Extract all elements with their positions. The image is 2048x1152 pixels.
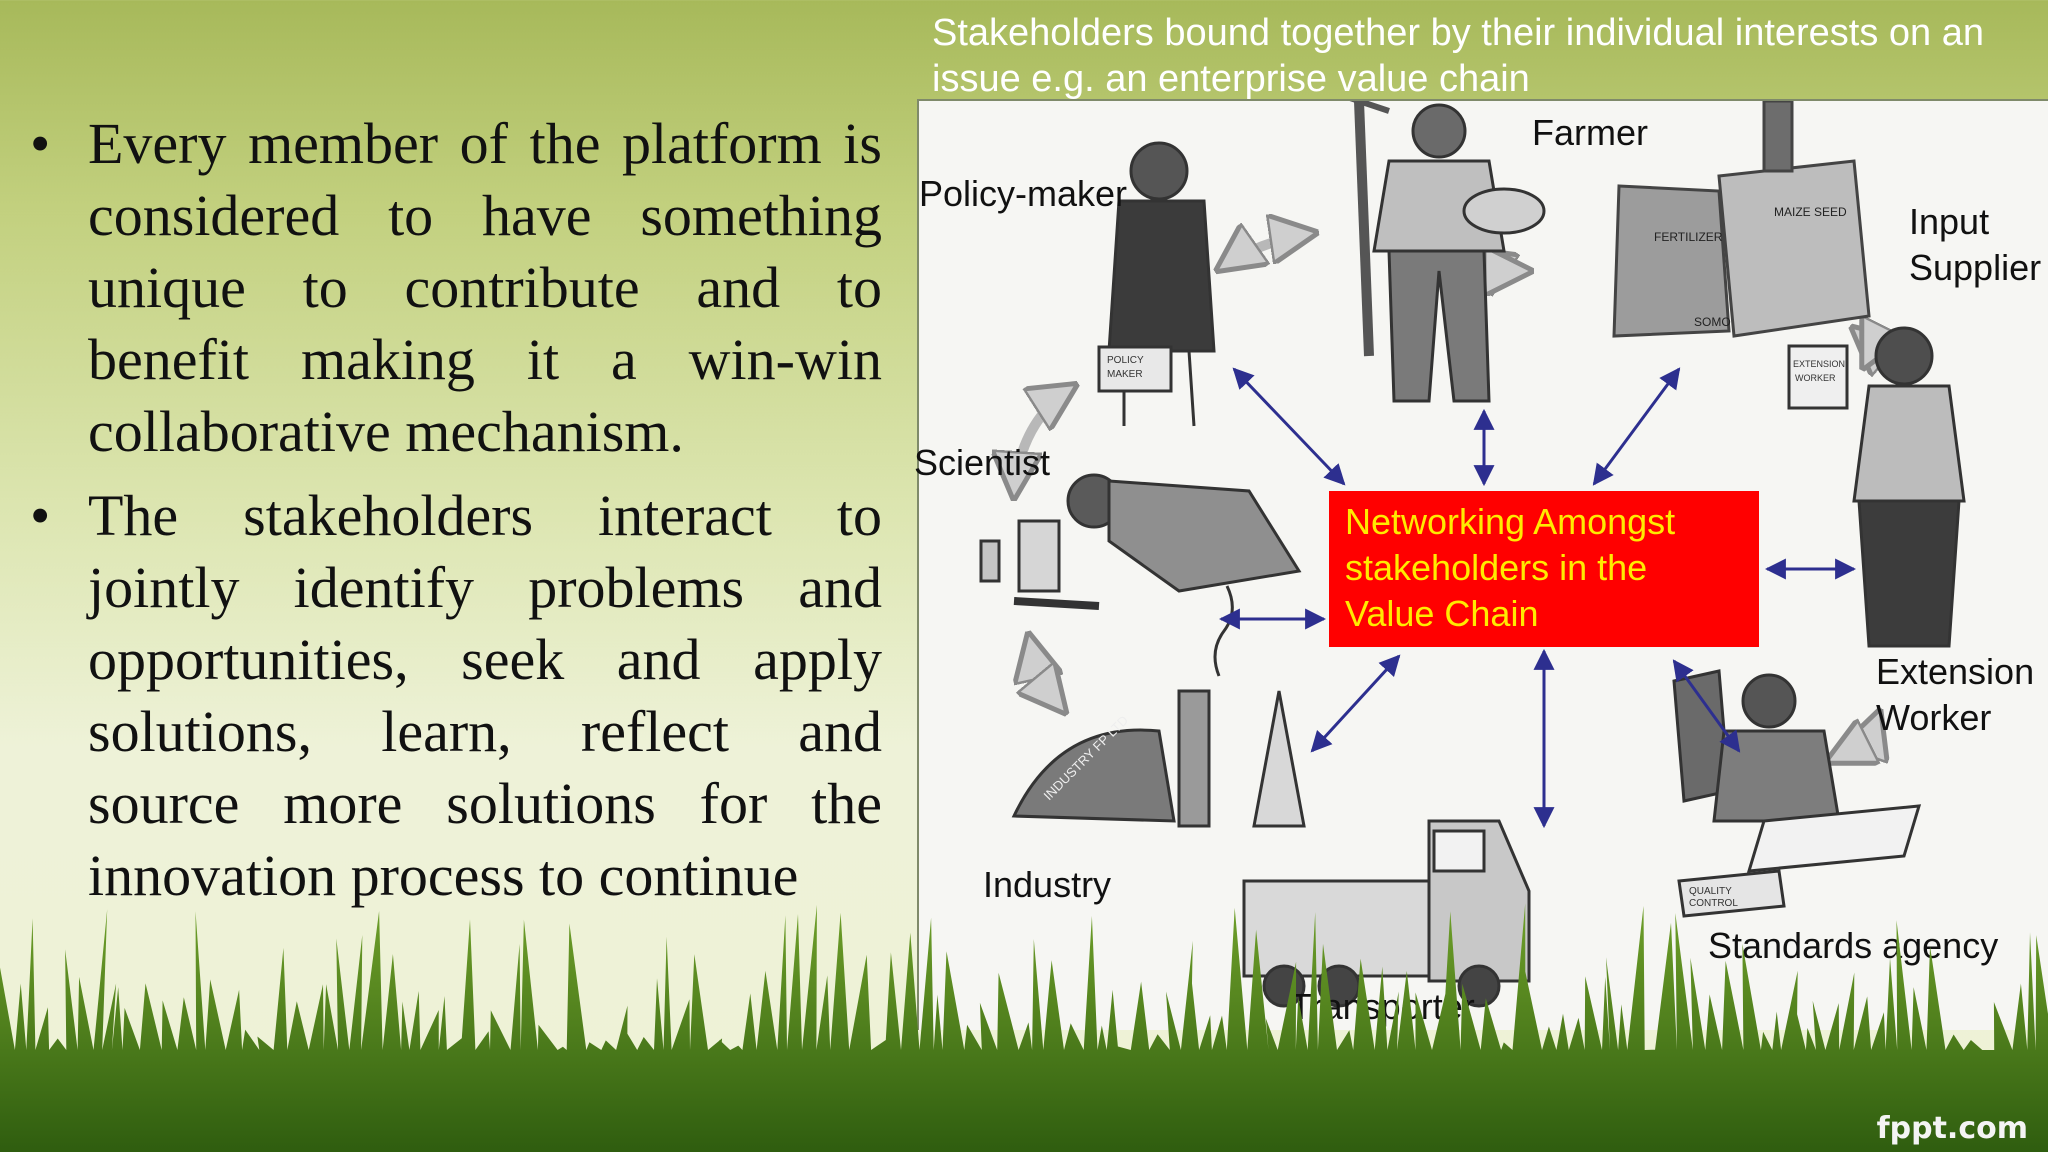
bullet-item: • Every member of the platform is consid… [30, 108, 882, 468]
scientist-figure [979, 473, 1302, 610]
truck-figure [1242, 819, 1531, 1008]
bullet-marker: • [30, 483, 51, 548]
label-industry: Industry [983, 864, 1112, 905]
grass-border [0, 903, 2048, 1152]
label-input-supplier: Input Supplier [1909, 201, 2042, 288]
networking-center-box: Networking Amongst stakeholders in the V… [1329, 491, 1759, 647]
bullet-text: The stakeholders interact to jointly ide… [88, 483, 882, 908]
sack-brand: SOMO [1694, 315, 1731, 329]
standards-agency-figure [1672, 669, 1922, 918]
label-policy-maker: Policy-maker [919, 173, 1128, 214]
briefcase-label: POLICY [1107, 355, 1144, 366]
paper-label: WORKER [1795, 373, 1836, 383]
industry-figure [1011, 585, 1306, 828]
label-extension-worker: Extension Worker [1876, 651, 2035, 738]
center-line: Value Chain [1345, 593, 1539, 634]
diagram-caption: Stakeholders bound together by their ind… [932, 12, 1985, 100]
bullet-marker: • [30, 111, 51, 176]
briefcase-label: MAKER [1107, 369, 1143, 380]
bullet-text: Every member of the platform is consider… [88, 111, 882, 464]
bullet-list: • Every member of the platform is consid… [30, 108, 882, 924]
stakeholder-diagram: POLICY MAKER FERTILIZER MAIZE SEED SOMO [914, 99, 2048, 1030]
label-scientist: Scientist [914, 442, 1051, 483]
sack-label: MAIZE SEED [1774, 205, 1847, 219]
network-arrows [1218, 367, 1857, 829]
label-standards-agency: Standards agency [1708, 925, 1999, 966]
clipboard-label: CONTROL [1689, 898, 1738, 909]
center-line: Networking Amongst [1345, 501, 1676, 542]
label-farmer: Farmer [1532, 112, 1648, 153]
clipboard-label: QUALITY [1689, 886, 1732, 897]
farmer-figure [1349, 101, 1546, 403]
sack-label: FERTILIZER [1654, 230, 1723, 244]
center-line: stakeholders in the [1345, 547, 1648, 588]
diagram-illustration: POLICY MAKER FERTILIZER MAIZE SEED SOMO [979, 101, 1966, 1008]
policy-maker-figure [1097, 141, 1216, 427]
bullet-item: • The stakeholders interact to jointly i… [30, 480, 882, 912]
paper-label: EXTENSION [1793, 359, 1845, 369]
extension-worker-figure [1787, 326, 1966, 648]
fppt-watermark: fppt.com [1876, 1111, 2028, 1146]
fertilizer-sacks [1612, 101, 1871, 338]
